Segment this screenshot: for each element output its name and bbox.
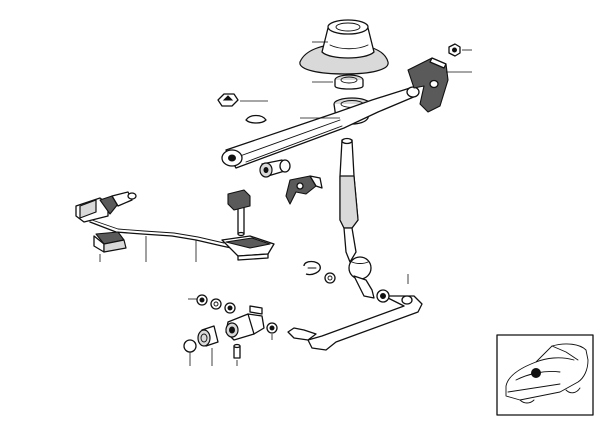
selector-bracket bbox=[285, 175, 323, 205]
bolt-head bbox=[183, 339, 197, 353]
switch-pin bbox=[237, 205, 245, 237]
switch-cap bbox=[227, 189, 251, 211]
gear-knob-boot bbox=[299, 19, 389, 75]
washer-4 bbox=[266, 322, 278, 334]
locator-dot-icon bbox=[531, 368, 541, 378]
dowel-pin bbox=[233, 343, 241, 359]
washer-2 bbox=[210, 298, 222, 310]
washer-right bbox=[324, 272, 336, 284]
shift-lever bbox=[339, 137, 375, 299]
washer-lever bbox=[376, 289, 390, 303]
plug bbox=[93, 231, 127, 253]
spring-clip bbox=[245, 114, 267, 124]
rod-clip bbox=[303, 260, 321, 276]
clip bbox=[217, 93, 239, 107]
electrical-connector bbox=[75, 191, 137, 223]
selector-rod bbox=[287, 295, 423, 351]
selector-joint bbox=[225, 313, 265, 341]
washer-1 bbox=[196, 294, 208, 306]
car-locator-inset bbox=[496, 334, 594, 416]
pin-small bbox=[249, 305, 263, 315]
rubber-bush bbox=[259, 159, 291, 178]
nut bbox=[448, 43, 461, 57]
bracket bbox=[407, 57, 449, 113]
bush-sleeve bbox=[197, 325, 219, 347]
washer-3 bbox=[224, 302, 236, 314]
bushing-ring bbox=[334, 74, 364, 90]
shift-arm bbox=[221, 86, 420, 169]
switch-plate bbox=[221, 235, 275, 261]
